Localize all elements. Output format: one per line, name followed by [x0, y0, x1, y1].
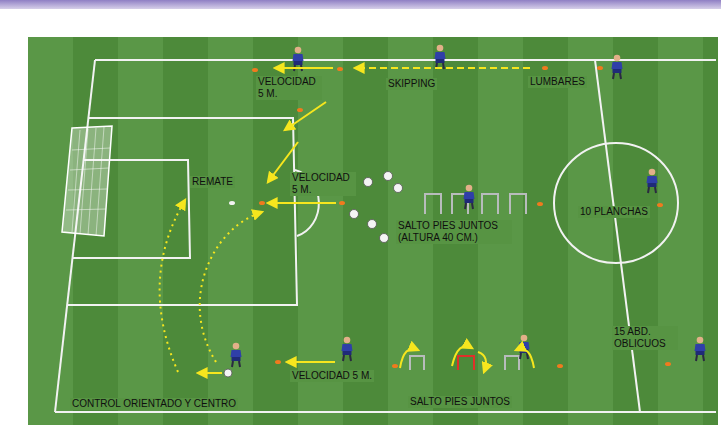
stripe: [118, 37, 163, 425]
cone: [597, 66, 603, 70]
solid-arrow: [287, 361, 335, 363]
dotted-arrow: [160, 200, 185, 372]
cone: [542, 66, 548, 70]
touchline: [95, 59, 716, 61]
field-label: LUMBARES: [528, 76, 587, 88]
cone: [339, 201, 345, 205]
field-label: REMATE: [190, 176, 235, 188]
cone: [392, 364, 398, 368]
ball: [364, 178, 373, 187]
cone: [297, 108, 303, 112]
solid-arrow: [275, 67, 333, 69]
field-label: VELOCIDAD 5 M.: [290, 172, 356, 196]
stripe: [658, 37, 703, 425]
jump-arrow: [452, 346, 472, 366]
field-label: 10 PLANCHAS: [578, 206, 650, 218]
cone: [252, 68, 258, 72]
field-label: SKIPPING: [386, 78, 437, 90]
goal-net: [62, 126, 112, 236]
goal-mesh: [66, 127, 110, 236]
halfway-line: [595, 60, 640, 412]
hurdle: [458, 356, 474, 370]
player: [231, 343, 242, 367]
cone: [275, 360, 281, 364]
jump-arrow: [478, 352, 486, 372]
cone: [657, 203, 663, 207]
grass: [28, 37, 718, 425]
touchline: [55, 411, 716, 413]
cone: [665, 362, 671, 366]
ball: [368, 220, 377, 229]
hurdles-middle: [425, 194, 526, 214]
ball: [224, 369, 232, 377]
cone: [537, 202, 543, 206]
hurdle: [505, 356, 519, 370]
cones: [252, 66, 671, 368]
hurdle: [482, 194, 498, 214]
field-label: 15 ABD. OBLICUOS: [612, 326, 678, 350]
field-label: VELOCIDAD 5 M.: [290, 370, 374, 382]
grass-stripes: [28, 37, 703, 425]
movement-arrows: [160, 68, 534, 373]
cone: [259, 201, 265, 205]
cone: [337, 67, 343, 71]
dotted-arrow: [200, 212, 262, 362]
balls: [224, 172, 403, 378]
field-label: VELOCIDAD 5 M.: [256, 76, 322, 100]
player: [695, 337, 706, 361]
ball: [384, 172, 393, 181]
top-bar: [0, 0, 721, 9]
dashed-arrow: [355, 67, 530, 69]
ball: [350, 210, 359, 219]
player: [647, 169, 658, 193]
jump-arrow: [400, 349, 418, 368]
jump-arrow: [516, 349, 534, 368]
ball: [394, 184, 403, 193]
pitch-lines: [55, 60, 716, 412]
hurdle: [510, 194, 526, 214]
field-label: SALTO PIES JUNTOS (ALTURA 40 CM.): [396, 220, 512, 244]
field-label: CONTROL ORIENTADO Y CENTRO: [70, 398, 238, 410]
field-label: SALTO PIES JUNTOS: [408, 396, 512, 408]
stripe: [568, 37, 613, 425]
hurdle: [410, 356, 424, 370]
solid-arrow: [198, 372, 222, 374]
ball: [380, 234, 389, 243]
solid-arrow: [285, 102, 326, 130]
player: [435, 45, 446, 69]
solid-arrow: [268, 202, 336, 204]
goal-line: [55, 60, 95, 412]
center-circle: [554, 143, 678, 263]
player: [464, 185, 475, 209]
player: [342, 337, 353, 361]
player: [519, 335, 530, 359]
goal: [62, 126, 112, 236]
hurdle: [425, 194, 441, 214]
penalty-spot: [229, 201, 235, 205]
hurdles-bottom: [410, 356, 519, 370]
player: [612, 55, 623, 79]
players: [231, 45, 706, 367]
cone: [557, 364, 563, 368]
stripe: [208, 37, 253, 425]
